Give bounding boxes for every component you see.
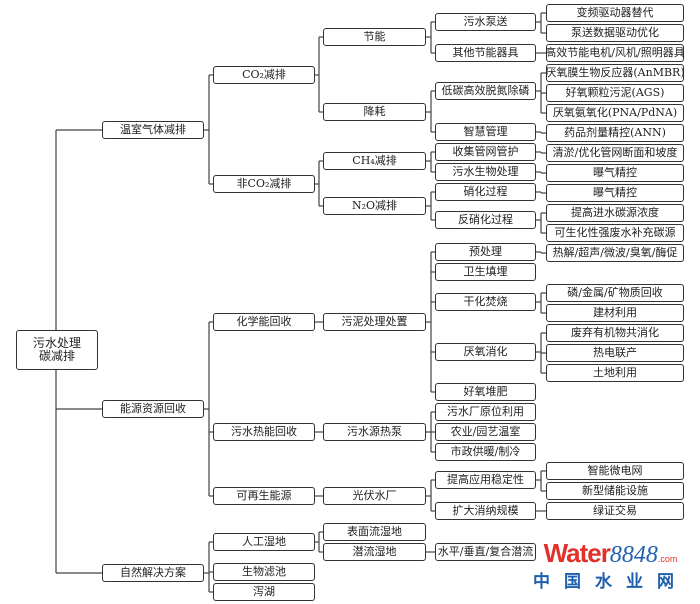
tree-node-level-4: 好氧堆肥	[435, 383, 536, 401]
root-label-line: 碳减排	[38, 349, 75, 363]
logo-word: Water	[543, 538, 611, 568]
tree-node-level-4: 扩大消纳规模	[435, 502, 536, 520]
tree-node-level-2: 人工湿地	[213, 533, 315, 551]
tree-node-level-4: 农业/园艺温室	[435, 423, 536, 441]
root-node: 污水处理碳减排	[16, 330, 98, 370]
tree-node-level-5: 药品剂量精控(ANN)	[546, 124, 684, 142]
tree-node-level-2: 生物滤池	[213, 563, 315, 581]
tree-node-level-4: 反硝化过程	[435, 211, 536, 229]
tree-node-level-5: 好氧颗粒污泥(AGS)	[546, 84, 684, 102]
tree-node-level-2: 污水热能回收	[213, 423, 315, 441]
tree-node-level-4: 污水泵送	[435, 13, 536, 31]
tree-node-level-2: 泻湖	[213, 583, 315, 601]
tree-node-level-5: 曝气精控	[546, 164, 684, 182]
tree-node-level-4: 其他节能器具	[435, 44, 536, 62]
tree-node-level-4: 低碳高效脱氮除磷	[435, 82, 536, 100]
tree-node-level-3: CH₄减排	[323, 152, 426, 170]
tree-node-level-5: 厌氧膜生物反应器(AnMBR)	[545, 64, 685, 82]
tree-node-level-3: 污水源热泵	[323, 423, 426, 441]
tree-node-level-4: 厌氧消化	[435, 343, 536, 361]
tree-node-level-5: 建材利用	[546, 304, 684, 322]
tree-node-level-3: 光伏水厂	[323, 487, 426, 505]
logo-number: 8848	[609, 542, 658, 568]
tree-node-level-4: 硝化过程	[435, 183, 536, 201]
tree-node-level-3: N₂O减排	[323, 197, 426, 215]
tree-node-level-4: 提高应用稳定性	[435, 471, 536, 489]
tree-node-level-5: 清淤/优化管网断面和坡度	[546, 144, 684, 162]
tree-node-level-4: 水平/垂直/复合潜流	[435, 543, 536, 561]
tree-node-level-4: 智慧管理	[435, 123, 536, 141]
tree-node-level-5: 智能微电网	[546, 462, 684, 480]
logo-chinese: 中国水业网	[533, 572, 688, 592]
tree-node-level-2: 化学能回收	[213, 313, 315, 331]
tree-node-level-5: 废弃有机物共消化	[546, 324, 684, 342]
tree-node-level-4: 干化焚烧	[435, 293, 536, 311]
tree-node-level-5: 热电联产	[546, 344, 684, 362]
tree-node-level-4: 预处理	[435, 243, 536, 261]
tree-node-level-2: CO₂减排	[213, 66, 315, 84]
tree-node-level-2: 可再生能源	[213, 487, 315, 505]
tree-node-level-3: 表面流湿地	[323, 523, 426, 541]
tree-node-level-4: 污水生物处理	[435, 163, 536, 181]
tree-node-level-3: 污泥处理处置	[323, 313, 426, 331]
tree-node-level-5: 新型储能设施	[546, 482, 684, 500]
tree-node-level-5: 热解/超声/微波/臭氧/酶促	[546, 244, 684, 262]
tree-node-level-5: 泵送数据驱动优化	[546, 24, 684, 42]
tree-node-level-1: 温室气体减排	[102, 121, 204, 139]
tree-node-level-1: 能源资源回收	[102, 400, 204, 418]
tree-node-level-5: 提高进水碳源浓度	[546, 204, 684, 222]
watermark-logo: Water8848.com 中国水业网	[533, 538, 688, 592]
tree-node-level-3: 降耗	[323, 103, 426, 121]
logo-domain: .com	[657, 554, 678, 564]
tree-node-level-4: 卫生填埋	[435, 263, 536, 281]
tree-node-level-1: 自然解决方案	[102, 564, 204, 582]
tree-node-level-5: 厌氧氨氧化(PNA/PdNA)	[546, 104, 684, 122]
tree-node-level-5: 土地利用	[546, 364, 684, 382]
tree-node-level-3: 节能	[323, 28, 426, 46]
tree-node-level-4: 收集管网管护	[435, 143, 536, 161]
tree-node-level-5: 高效节能电机/风机/照明器具	[545, 44, 685, 62]
tree-node-level-5: 变频驱动器替代	[546, 4, 684, 22]
tree-node-level-5: 可生化性强废水补充碳源	[546, 224, 684, 242]
tree-node-level-4: 污水厂原位利用	[435, 403, 536, 421]
root-label-line: 污水处理	[32, 335, 81, 350]
tree-node-level-5: 绿证交易	[546, 502, 684, 520]
tree-node-level-4: 市政供暖/制冷	[435, 443, 536, 461]
tree-node-level-5: 磷/金属/矿物质回收	[546, 284, 684, 302]
tree-node-level-2: 非CO₂减排	[213, 175, 315, 193]
tree-node-level-5: 曝气精控	[546, 184, 684, 202]
tree-node-level-3: 潜流湿地	[323, 543, 426, 561]
